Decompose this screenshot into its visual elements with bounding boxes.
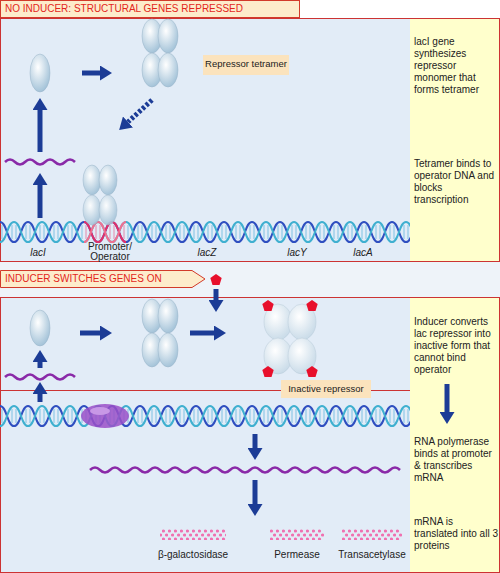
repressor-lobe (158, 333, 178, 367)
repressor-monomer (30, 54, 50, 92)
protein-label: β-galactosidase (150, 550, 236, 560)
dna-helix (0, 220, 410, 244)
mrna-strand (5, 375, 75, 380)
inducer-molecule (210, 274, 221, 285)
dashed-arrow (128, 100, 152, 122)
mrna-strand (5, 160, 75, 165)
note-text: Tetramer binds to operator DNA and block… (414, 158, 498, 206)
protein-chain (270, 528, 324, 540)
banner-text: INDUCER SWITCHES GENES ON (5, 270, 206, 288)
banner-text: NO INDUCER: STRUCTURAL GENES REPRESSED (5, 1, 299, 17)
repressor-lobe (158, 53, 178, 87)
flow-arrow (445, 384, 450, 412)
note-text: RNA polymerase binds at promoter & trans… (414, 436, 498, 484)
repressor-lobe (99, 195, 117, 225)
flow-arrow (38, 394, 43, 402)
mrna-strand (90, 468, 400, 473)
band-background (0, 262, 500, 297)
label-text: Repressor tetramer (203, 55, 289, 73)
arrow-banner-outline (1, 271, 206, 288)
panel-border (1, 298, 500, 573)
flow-arrow (190, 331, 214, 336)
panel-border (1, 19, 500, 262)
panel-background (0, 297, 410, 573)
flow-arrow (253, 434, 258, 448)
inactive-repressor (264, 304, 316, 374)
note-text: lacI gene synthesizes repressor monomer … (414, 36, 498, 96)
repressor-lobe (83, 165, 101, 195)
repressor-tetramer (142, 299, 178, 367)
label-box: Repressor tetramer (203, 55, 289, 75)
flow-arrow (80, 331, 100, 336)
note-column: lacI gene synthesizes repressor monomer … (410, 19, 499, 261)
flow-arrow (38, 110, 43, 152)
inducer-molecule (262, 300, 273, 311)
gene-label: Promoter/ Operator (84, 242, 136, 262)
panel-background (0, 18, 410, 262)
protein-label: Permease (262, 550, 332, 560)
flow-arrow (82, 71, 100, 76)
gene-label: lacZ (187, 248, 227, 258)
protein-chain (342, 528, 402, 540)
repressor-lobe (158, 299, 178, 333)
note-text: mRNA is translated into all 3 proteins (414, 516, 498, 552)
inducer-molecule (306, 366, 317, 377)
flow-arrow (38, 362, 43, 368)
repressor-tetramer (142, 19, 178, 87)
rna-polymerase-highlight (90, 407, 110, 415)
repressor-monomer (30, 310, 50, 346)
gene-label: lacI (18, 248, 58, 258)
protein-label: Transacetylase (332, 550, 412, 560)
inducer-molecule (262, 366, 273, 377)
label-text: Inactive repressor (281, 380, 371, 398)
inducer-molecule (306, 300, 317, 311)
rna-polymerase (81, 404, 129, 428)
label-box: Inactive repressor (281, 380, 371, 398)
state-banner: NO INDUCER: STRUCTURAL GENES REPRESSED (0, 0, 300, 18)
note-column: Inducer converts lac repressor into inac… (410, 298, 499, 572)
repressor-lobe (83, 195, 101, 225)
arrow-banner: INDUCER SWITCHES GENES ON (0, 270, 206, 288)
flow-arrow (253, 480, 258, 504)
note-text: Inducer converts lac repressor into inac… (414, 316, 498, 376)
flow-arrow (214, 289, 219, 300)
gene-label: lacA (343, 248, 383, 258)
bound-repressor (83, 165, 117, 225)
repressor-lobe (99, 165, 117, 195)
gene-label: lacY (277, 248, 317, 258)
protein-chain (160, 528, 226, 540)
dna-helix (0, 404, 410, 428)
repressor-lobe (158, 19, 178, 53)
flow-arrow (38, 185, 43, 218)
